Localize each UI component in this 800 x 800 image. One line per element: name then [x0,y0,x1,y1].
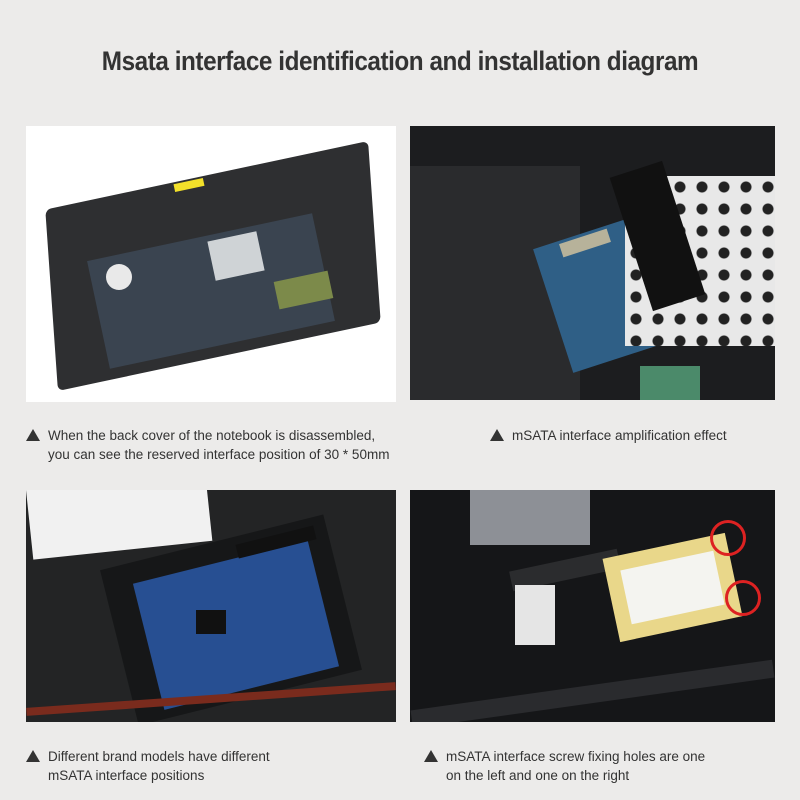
caption-4: mSATA interface screw fixing holes are o… [424,747,705,785]
caption-2: mSATA interface amplification effect [490,426,727,445]
photo-laptop-bottom-open [26,126,396,402]
caption-3: Different brand models have different mS… [26,747,270,785]
triangle-up-icon [490,429,504,441]
photo-motherboard-msata-screw-holes [410,490,775,722]
photo-laptop-msata-bay [26,490,396,722]
caption-1: When the back cover of the notebook is d… [26,426,389,464]
triangle-up-icon [424,750,438,762]
photo-msata-interface-closeup [410,126,775,400]
triangle-up-icon [26,750,40,762]
page-title: Msata interface identification and insta… [101,46,699,76]
triangle-up-icon [26,429,40,441]
